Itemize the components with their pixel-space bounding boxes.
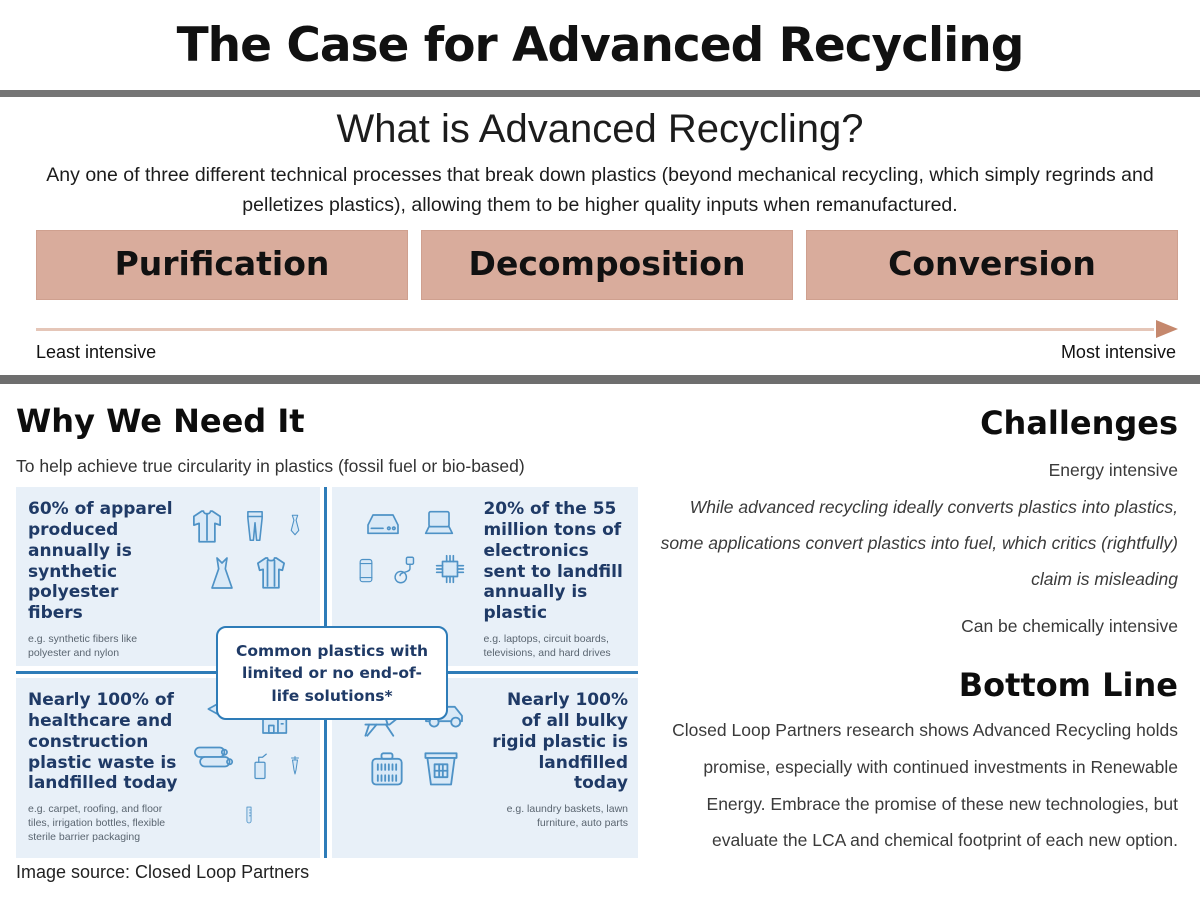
challenge-note-italic: While advanced recycling ideally convert… — [660, 497, 1178, 590]
why-subheading: To help achieve true circularity in plas… — [16, 456, 525, 477]
electronics-examples: e.g. laptops, circuit boards, television… — [483, 632, 611, 660]
shirt-icon — [186, 505, 228, 547]
arrow-line — [36, 328, 1154, 332]
healthcare-examples: e.g. carpet, roofing, and floor tiles, i… — [28, 803, 166, 844]
pants-icon — [236, 505, 274, 547]
apparel-examples: e.g. synthetic fibers like polyester and… — [28, 632, 138, 660]
wash-bottle-icon — [245, 744, 275, 788]
process-label: Decomposition — [468, 244, 746, 284]
process-row: Purification Decomposition Conversion — [36, 230, 1178, 301]
laundry-basket-icon — [418, 746, 464, 790]
bottom-line-text: Closed Loop Partners research shows Adva… — [672, 720, 1178, 851]
dropper-icon — [283, 744, 307, 788]
rolls-icon — [191, 744, 237, 788]
healthcare-stat: Nearly 100% of healthcare and constructi… — [28, 690, 178, 794]
challenge-item-energy: Energy intensive — [1048, 460, 1178, 481]
bottom-line-heading: Bottom Line — [958, 666, 1178, 705]
right-column: Challenges Energy intensive While advanc… — [652, 386, 1200, 883]
electronics-stat: 20% of the 55 million tons of electronic… — [483, 499, 623, 624]
chip-icon — [430, 549, 470, 591]
what-heading: What is Advanced Recycling? — [336, 107, 864, 151]
image-source-caption: Image source: Closed Loop Partners — [16, 862, 310, 883]
process-label: Conversion — [888, 244, 1096, 284]
bulky-examples: e.g. laundry baskets, lawn furniture, au… — [506, 803, 628, 830]
quadrant-apparel: 60% of apparel produced annually is synt… — [16, 487, 320, 667]
tie-icon — [282, 505, 308, 547]
scale-least-label: Least intensive — [36, 342, 157, 363]
cable-icon — [388, 549, 422, 591]
page-header: The Case for Advanced Recycling — [0, 0, 1200, 90]
harddrive-icon — [359, 505, 407, 545]
process-box-purification: Purification — [36, 230, 408, 301]
header-divider — [0, 90, 1200, 97]
process-label: Purification — [114, 244, 330, 284]
laptop-icon — [415, 505, 463, 545]
challenges-heading: Challenges — [980, 404, 1178, 443]
section-divider — [0, 375, 1200, 385]
scale-most-label: Most intensive — [1060, 342, 1176, 363]
infographic-center-callout: Common plastics with limited or no end-o… — [216, 626, 448, 721]
intensity-arrow — [36, 320, 1178, 339]
tshirt-icon — [250, 551, 292, 595]
process-box-decomposition: Decomposition — [421, 230, 793, 301]
center-callout-label: Common plastics with limited or no end-o… — [235, 641, 429, 705]
why-heading: Why We Need It — [16, 402, 305, 441]
challenge-item-chemical: Can be chemically intensive — [961, 616, 1178, 637]
what-description: Any one of three different technical pro… — [46, 164, 1154, 217]
intensity-scale: Least intensive Most intensive — [36, 342, 1176, 363]
page-title: The Case for Advanced Recycling — [176, 17, 1025, 73]
test-tube-icon — [239, 792, 259, 838]
dress-icon — [202, 551, 242, 595]
process-box-conversion: Conversion — [806, 230, 1178, 301]
phone-icon — [352, 549, 380, 591]
why-section: Why We Need It To help achieve true circ… — [0, 386, 652, 883]
what-section: What is Advanced Recycling? Any one of t… — [0, 107, 1200, 363]
apparel-stat: 60% of apparel produced annually is synt… — [28, 499, 173, 624]
closed-loop-infographic: 60% of apparel produced annually is synt… — [16, 487, 638, 859]
arrow-head-icon — [1156, 320, 1178, 339]
bulky-stat: Nearly 100% of all bulky rigid plastic i… — [492, 690, 628, 794]
pet-carrier-icon — [364, 746, 410, 790]
